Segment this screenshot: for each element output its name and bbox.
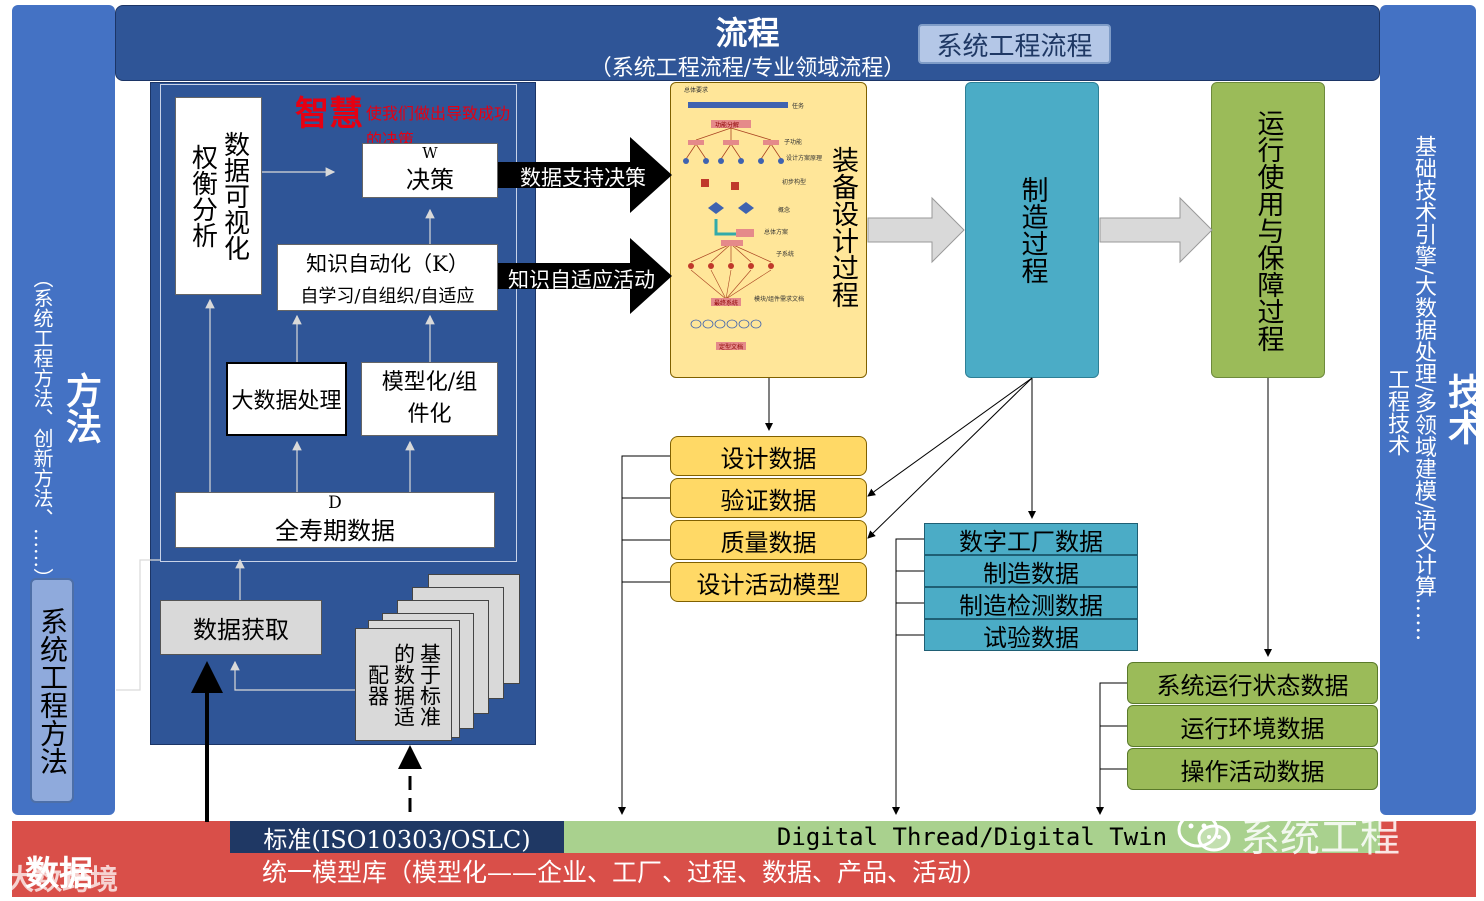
thumbnail-label: 最终系统 (714, 299, 738, 307)
wechat-icon (1177, 812, 1231, 852)
thumbnail-label: 子系统 (776, 250, 794, 258)
equipment-design-label: 装备设计过程 (827, 146, 858, 308)
adapter-box: 基于标准的数据适配器 (355, 628, 452, 741)
data-key: D (328, 492, 342, 513)
knowledge-label: 知识自动化（K） (306, 251, 469, 276)
knowledge-automation-box: 知识自动化（K） 自学习/自组织/自适应 (277, 244, 498, 311)
decision-box: W 决策 (362, 143, 498, 198)
lifecycle-data-box: D 全寿期数据 (175, 492, 495, 548)
decision-key: W (422, 144, 438, 162)
method-subtitle: （系统工程方法、创新方法、……） (30, 268, 54, 588)
wisdom-label: 智慧 (295, 94, 363, 134)
design-activity-model-item: 设计活动模型 (670, 562, 867, 602)
wechat-watermark: 系统工程 (1240, 815, 1400, 861)
test-data-item: 试验数据 (924, 619, 1138, 652)
design-data-item: 设计数据 (670, 436, 867, 476)
visualization-label: 数据可视化 (219, 131, 250, 261)
visualization-box: 数据可视化 权衡分析 (175, 97, 262, 295)
verification-data-item: 验证数据 (670, 478, 867, 518)
decision-support-label: 数据支持决策 (520, 166, 646, 190)
quality-data-item: 质量数据 (670, 520, 867, 560)
process-title: 流程 (715, 14, 780, 52)
knowledge-sub-label: 自学习/自组织/自适应 (300, 285, 475, 307)
operation-phase: 运行使用与保障过程 (1211, 82, 1325, 378)
source-watermark: 大数跨境 (6, 863, 119, 896)
system-status-data-item: 系统运行状态数据 (1127, 662, 1378, 704)
modeling-box: 模型化/组件化 (361, 362, 498, 436)
operation-activity-data-item: 操作活动数据 (1127, 748, 1378, 790)
technology-small-label: 工程技术 (1384, 368, 1409, 456)
manufacturing-label: 制造过程 (1016, 176, 1048, 284)
manufacturing-phase: 制造过程 (965, 82, 1099, 378)
technology-title: 技术 (1442, 373, 1484, 445)
digital-factory-data-item: 数字工厂数据 (924, 523, 1138, 556)
inspection-data-item: 制造检测数据 (924, 587, 1138, 620)
thumbnail-label: 初步构型 (782, 178, 806, 186)
thumbnail-label: 任务 (792, 102, 804, 110)
adapter-label: 基于标准的数据适配器 (365, 642, 442, 727)
standard-box: 标准(ISO10303/OSLC) (230, 821, 564, 854)
knowledge-inner-frame (160, 84, 517, 562)
digital-thread-box: Digital Thread/Digital Twin (564, 821, 1380, 853)
decision-label: 决策 (406, 166, 454, 194)
manufacturing-data-item: 制造数据 (924, 555, 1138, 588)
thumbnail-label: 定型文档 (719, 343, 743, 351)
data-acquisition-box: 数据获取 (160, 600, 322, 655)
knowledge-adaptive-label: 知识自适应活动 (508, 268, 655, 292)
process-tag: 系统工程流程 (918, 24, 1111, 64)
tradeoff-label: 权衡分析 (187, 144, 218, 248)
method-tag: 系统工程方法 (30, 578, 74, 803)
technology-sidebar (1380, 5, 1476, 815)
data-layer-title: 数据 (25, 854, 93, 894)
thumbnail-label: 子功能 (784, 138, 802, 146)
thumbnail-label: 设计方案原理 (786, 154, 822, 162)
thumbnail-label: 功能分解 (715, 121, 739, 129)
technology-subtitle: 基础技术引擎/大数据处理/多领域建模/语义计算…… (1411, 135, 1436, 642)
design-process-thumbnail: 总体要求 任务 功能分解 子功能 设计方案原理 初步构型 概念 总体方案 子系统… (683, 86, 822, 351)
repository-label: 统一模型库（模型化——企业、工厂、过程、数据、产品、活动） (262, 858, 988, 887)
mfg-to-ops-arrow (1099, 196, 1213, 264)
lifecycle-data-label: 全寿期数据 (275, 516, 395, 545)
operation-label: 运行使用与保障过程 (1252, 108, 1284, 352)
thumbnail-label: 概念 (778, 206, 790, 214)
environment-data-item: 运行环境数据 (1127, 705, 1378, 747)
equip-to-mfg-arrow (867, 196, 965, 264)
process-header: 流程 （系统工程流程/专业领域流程） (115, 5, 1380, 81)
equipment-design-phase (670, 82, 867, 378)
thumbnail-label: 模块/组件需求文档 (754, 295, 804, 303)
method-title: 方法 (60, 372, 102, 444)
thumbnail-label: 总体要求 (684, 86, 708, 94)
bigdata-box: 大数据处理 (226, 362, 347, 436)
thumbnail-label: 总体方案 (764, 228, 788, 236)
process-subtitle: （系统工程流程/专业领域流程） (589, 56, 906, 81)
